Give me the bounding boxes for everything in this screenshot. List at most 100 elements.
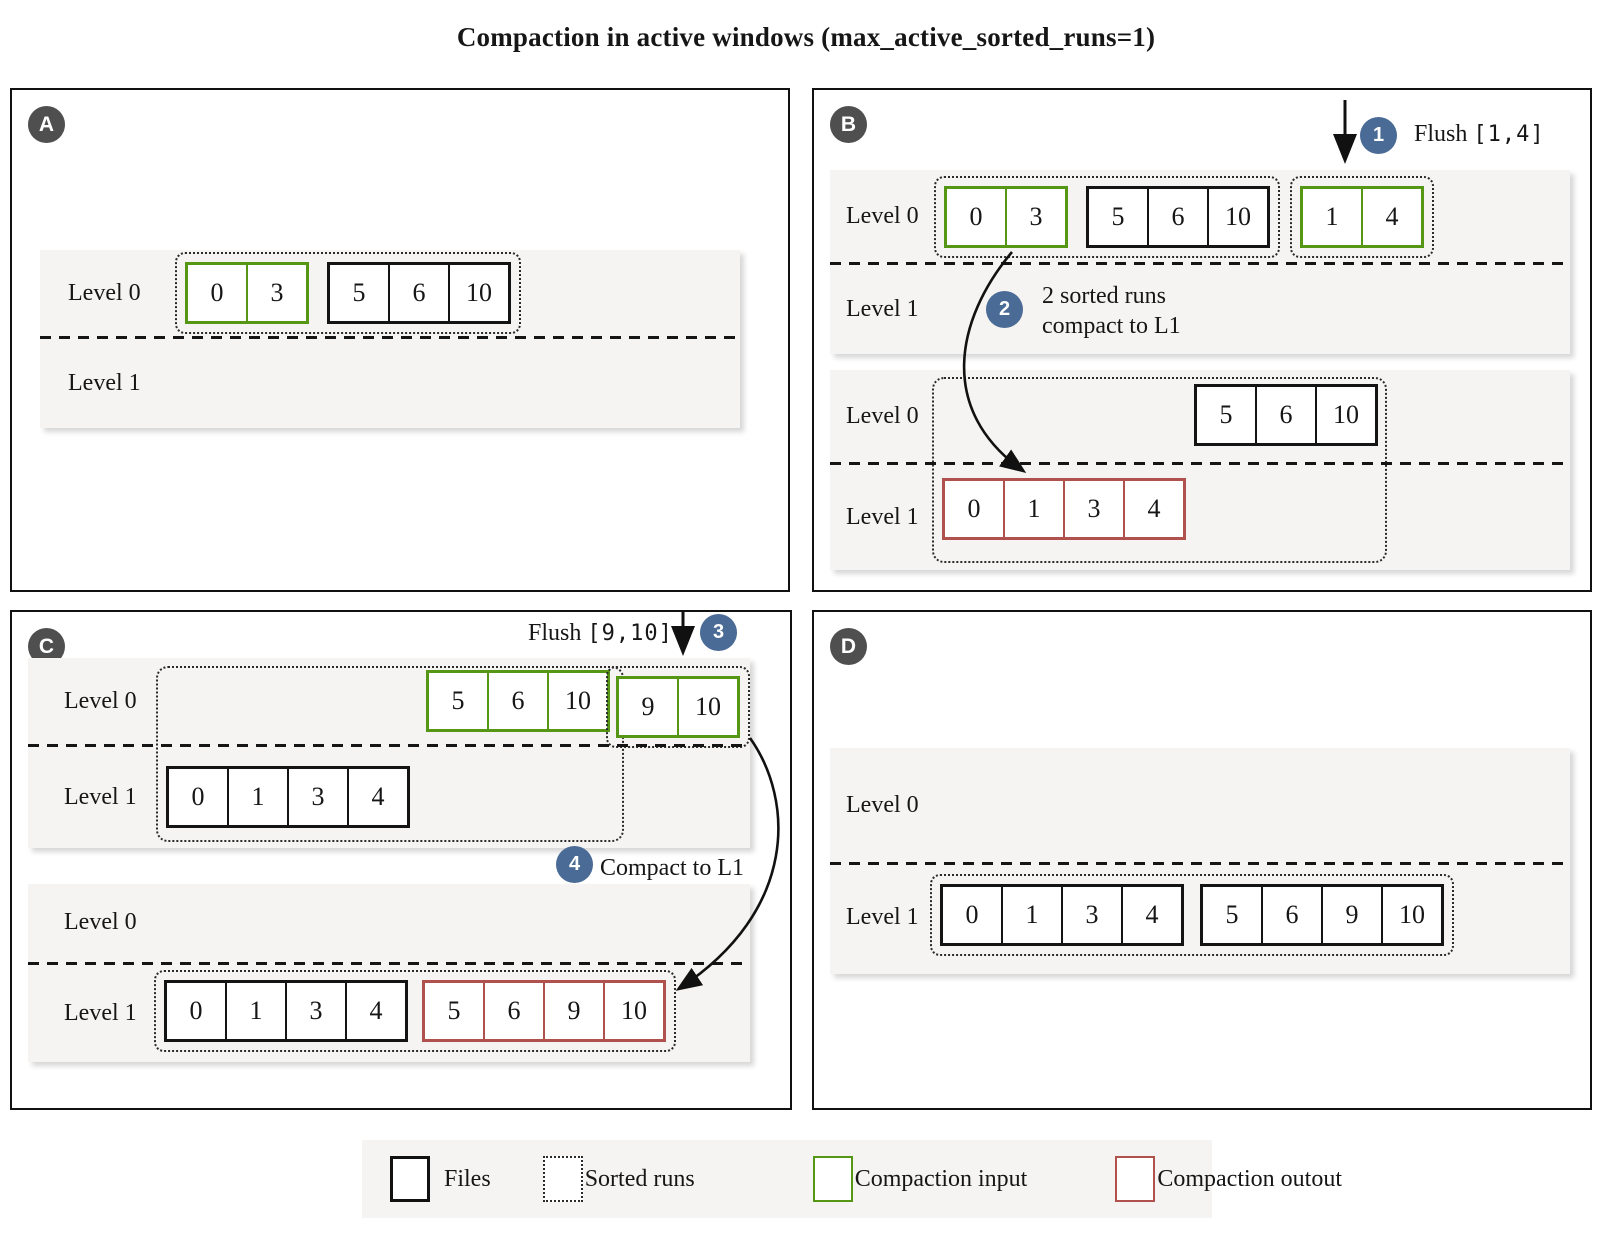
- panel-b-lower-level0-label: Level 0: [846, 403, 919, 429]
- diagram-title: Compaction in active windows (max_active…: [456, 22, 1156, 52]
- file-cell: 3: [1063, 481, 1123, 537]
- step3-circle: 3: [700, 614, 737, 651]
- file-cell: 0: [169, 769, 227, 825]
- panel-b-lower-level1-label: Level 1: [846, 504, 919, 530]
- file-cell: 6: [1147, 189, 1207, 245]
- legend-sorted-runs-swatch: [542, 1156, 583, 1202]
- step3-flush-label: Flush [9,10]: [528, 620, 673, 647]
- file-cell: 1: [1001, 887, 1061, 943]
- file-cell: 4: [1123, 481, 1183, 537]
- legend-compaction-output-swatch: [1115, 1156, 1156, 1202]
- file-cell: 9: [619, 679, 677, 735]
- panel-a-level-divider: [40, 336, 740, 339]
- legend-sorted-runs-label: Sorted runs: [584, 1165, 695, 1192]
- panel-c-upper-level0-label: Level 0: [64, 688, 137, 714]
- file-cell: 3: [246, 265, 306, 321]
- step3-action: Flush: [528, 620, 582, 646]
- step2-circle: 2: [986, 291, 1023, 328]
- step2-text: 2 sorted runs compact to L1: [1042, 281, 1181, 341]
- step1-action: Flush: [1414, 121, 1468, 147]
- file-cell: 6: [388, 265, 448, 321]
- file-cell: 10: [1315, 387, 1375, 443]
- file-cell: 10: [448, 265, 508, 321]
- step2-text-line2: compact to L1: [1042, 313, 1181, 339]
- panel-c-upper-level-divider: [28, 744, 750, 747]
- file-cell: 6: [1261, 887, 1321, 943]
- panel-b-upper-level0-label: Level 0: [846, 203, 919, 229]
- file-cell: 1: [227, 769, 287, 825]
- step1-flush-label: Flush [1,4]: [1414, 121, 1545, 148]
- panel-b-lower-level-divider: [830, 462, 1570, 465]
- file-cell: 3: [1061, 887, 1121, 943]
- panel-c-lower-level1-label: Level 1: [64, 1000, 137, 1026]
- file-cell: 10: [547, 673, 607, 729]
- step2-text-line1: 2 sorted runs: [1042, 283, 1166, 309]
- panel-d-badge: D: [830, 628, 867, 665]
- file-cell: 4: [345, 983, 405, 1039]
- panel-c-lower-level0-label: Level 0: [64, 909, 137, 935]
- file-cell: 9: [543, 983, 603, 1039]
- panel-a-level1-label: Level 1: [68, 370, 141, 396]
- file-cell: 4: [1361, 189, 1421, 245]
- file-cell: 0: [167, 983, 225, 1039]
- panel-c-lower-level-divider: [28, 962, 750, 965]
- file-cell: 6: [483, 983, 543, 1039]
- step1-range: [1,4]: [1473, 122, 1545, 147]
- panel-d-level-divider: [830, 862, 1570, 865]
- panel-d-level0-label: Level 0: [846, 792, 919, 818]
- file-cell: 3: [285, 983, 345, 1039]
- legend: Files Sorted runs Compaction input Compa…: [362, 1140, 1342, 1218]
- file-cell: 1: [225, 983, 285, 1039]
- file-cell: 9: [1321, 887, 1381, 943]
- file-cell: 10: [1207, 189, 1267, 245]
- panel-c-upper-level1-label: Level 1: [64, 784, 137, 810]
- legend-compaction-input-label: Compaction input: [854, 1165, 1028, 1192]
- panel-b-upper-level1-label: Level 1: [846, 296, 919, 322]
- file-cell: 0: [943, 887, 1001, 943]
- file-cell: 0: [947, 189, 1005, 245]
- legend-compaction-output-label: Compaction outout: [1157, 1165, 1342, 1192]
- file-cell: 5: [1089, 189, 1147, 245]
- file-cell: 10: [1381, 887, 1441, 943]
- file-cell: 6: [487, 673, 547, 729]
- legend-files-label: Files: [444, 1165, 491, 1192]
- file-cell: 4: [347, 769, 407, 825]
- file-cell: 5: [330, 265, 388, 321]
- file-cell: 5: [1203, 887, 1261, 943]
- legend-files-swatch: [390, 1156, 430, 1202]
- panel-a-badge: A: [28, 106, 65, 143]
- file-cell: 3: [287, 769, 347, 825]
- step4-text: Compact to L1: [600, 855, 744, 881]
- panel-b-badge: B: [830, 106, 867, 143]
- panel-a-level0-label: Level 0: [68, 280, 141, 306]
- file-cell: 4: [1121, 887, 1181, 943]
- file-cell: 5: [429, 673, 487, 729]
- file-cell: 0: [188, 265, 246, 321]
- file-cell: 10: [603, 983, 663, 1039]
- panel-b-upper-level-divider: [830, 262, 1570, 265]
- file-cell: 1: [1303, 189, 1361, 245]
- panel-c-upper-sorted-run: [156, 666, 624, 842]
- step4-circle: 4: [556, 846, 593, 883]
- file-cell: 3: [1005, 189, 1065, 245]
- panel-b-lower-sorted-run: [932, 377, 1387, 563]
- file-cell: 1: [1003, 481, 1063, 537]
